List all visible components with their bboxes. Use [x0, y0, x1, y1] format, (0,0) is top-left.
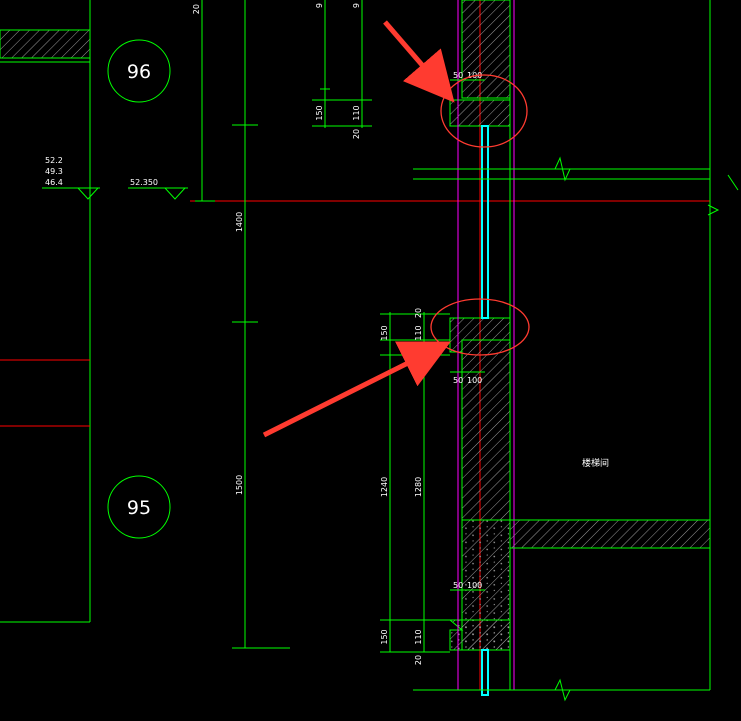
arrow-top: [383, 20, 455, 103]
red-lines: [0, 0, 710, 690]
dim-1400: 1400: [235, 212, 244, 232]
room-label: 楼梯间: [582, 457, 609, 469]
right-floor: [413, 0, 739, 702]
dim-1280: 1280: [414, 477, 423, 497]
finish-lines: [457, 0, 515, 690]
dim-top-frag: 20: [192, 4, 201, 14]
elevation-marks: 52.2 49.3 46.4 52.350: [42, 156, 188, 200]
dim-110-top: 110: [352, 105, 361, 120]
highlight-ellipse-top: [440, 74, 528, 148]
dim-chain-top: [312, 0, 372, 128]
dim-1500: 1500: [235, 475, 244, 495]
elev-a: 52.2: [45, 156, 63, 165]
dim-150-mid: 150: [380, 325, 389, 340]
axis-bubble-95: 95: [107, 475, 171, 539]
sill-50-mid: 50: [453, 376, 463, 385]
dim-20-bot: 20: [414, 655, 423, 665]
dim-20-top: 20: [352, 129, 361, 139]
sill-50-top: 50: [453, 71, 463, 80]
dim-top-9b: 9: [352, 3, 361, 8]
elev-b: 49.3: [45, 167, 63, 176]
elev-c: 46.4: [45, 178, 63, 187]
sill-100-mid: 100: [467, 376, 482, 385]
dim-20-mid: 20: [414, 308, 423, 318]
annotations: [262, 20, 530, 438]
dim-1240: 1240: [380, 477, 389, 497]
elev-level: 52.350: [130, 178, 158, 187]
dim-chain-left: [195, 0, 290, 649]
axis-label-95: 95: [127, 497, 151, 519]
slab-hatch-top-left: [0, 29, 91, 59]
axis-bubble-96: 96: [107, 39, 171, 103]
dim-150-top: 150: [315, 105, 324, 120]
sill-dims: [450, 79, 485, 591]
left-building: [0, 0, 91, 623]
sill-100-bot: 100: [467, 581, 482, 590]
dim-top-9a: 9: [315, 3, 324, 8]
window-glass: [481, 125, 489, 696]
highlight-ellipse-mid: [430, 298, 530, 356]
dim-110-bot: 110: [414, 629, 423, 644]
arrow-bottom: [262, 341, 451, 438]
axis-label-96: 96: [127, 61, 151, 83]
dim-110-mid: 110: [414, 325, 423, 340]
sill-50-bot: 50: [453, 581, 463, 590]
dim-150-bot: 150: [380, 629, 389, 644]
